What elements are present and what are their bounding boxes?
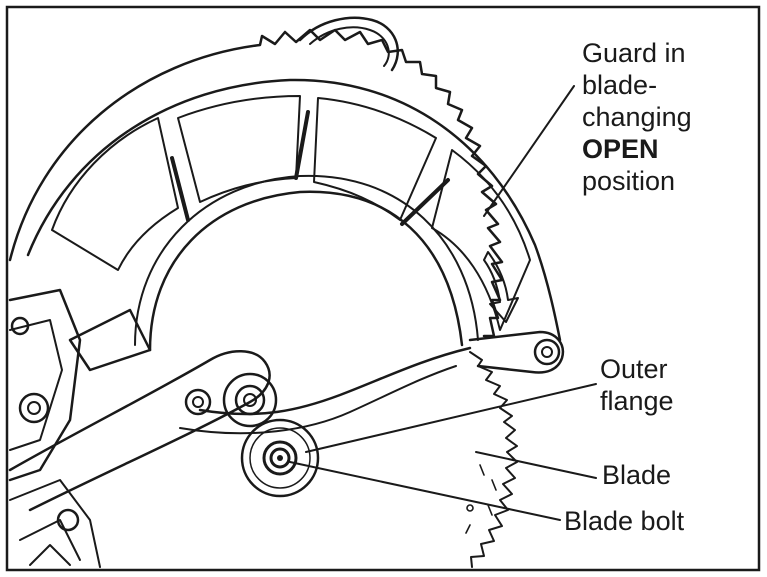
blade-guard — [8, 16, 565, 374]
label-guard-line1: Guard in — [582, 38, 686, 68]
linkage-arm — [8, 346, 472, 512]
label-outer-flange-line2: flange — [600, 386, 674, 416]
rotation-arrow-icon — [483, 251, 519, 323]
leader-blade-bolt — [289, 461, 561, 521]
label-guard-line2: blade- — [582, 70, 657, 100]
label-guard-line4: OPEN — [582, 134, 659, 164]
label-guard-line5: position — [582, 166, 675, 196]
label-outer-flange-line1: Outer — [600, 354, 668, 384]
label-blade-bolt: Blade bolt — [564, 506, 685, 536]
label-guard-line3: changing — [582, 102, 692, 132]
saw-frame-left — [8, 288, 152, 568]
saw-blade — [465, 351, 518, 568]
leader-guard — [483, 85, 575, 217]
blade-bolt — [262, 440, 298, 476]
label-blade: Blade — [602, 460, 671, 490]
figure-border — [5, 5, 761, 572]
leader-outer-flange — [305, 383, 597, 453]
outer-flange — [240, 418, 320, 498]
leader-blade — [475, 451, 597, 479]
